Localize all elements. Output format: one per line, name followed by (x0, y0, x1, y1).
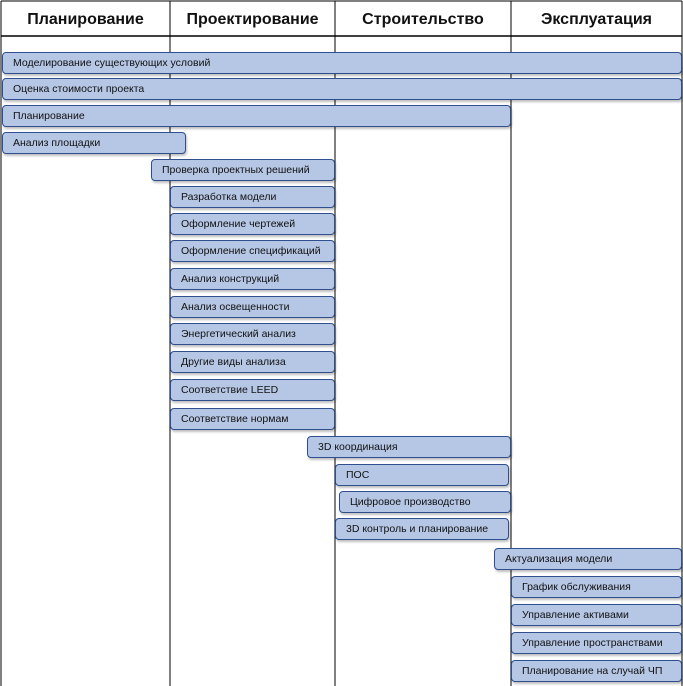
bar-leed-compliance: Соответствие LEED (170, 379, 335, 401)
phase-header-design: Проектирование (186, 11, 319, 28)
bar-cost-estimation: Оценка стоимости проекта (2, 78, 682, 100)
bar-drawings: Оформление чертежей (170, 213, 335, 235)
phase-header-planning: Планирование (27, 11, 144, 28)
phase-header-operation: Эксплуатация (540, 11, 653, 28)
bar-other-analysis: Другие виды анализа (170, 351, 335, 373)
bar-energy-analysis: Энергетический анализ (170, 323, 335, 345)
bar-emergency-planning: Планирование на случай ЧП (511, 660, 682, 682)
bar-planning: Планирование (2, 105, 511, 127)
phase-header-construction: Строительство (362, 11, 484, 28)
bar-lighting-analysis: Анализ освещенности (170, 296, 335, 318)
bar-existing-conditions-modeling: Моделирование существующих условий (2, 52, 682, 74)
bar-3d-coordination: 3D координация (307, 436, 511, 458)
bar-design-review: Проверка проектных решений (151, 159, 335, 181)
bar-structural-analysis: Анализ конструкций (170, 268, 335, 290)
bar-digital-fabrication: Цифровое производство (339, 491, 511, 513)
bar-model-update: Актуализация модели (494, 548, 682, 570)
bar-maintenance-schedule: График обслуживания (511, 576, 682, 598)
bar-code-compliance: Соответствие нормам (170, 408, 335, 430)
bar-model-development: Разработка модели (170, 186, 335, 208)
bar-site-analysis: Анализ площадки (2, 132, 186, 154)
bar-asset-management: Управление активами (511, 604, 682, 626)
bar-3d-control: 3D контроль и планирование (335, 518, 509, 540)
bar-space-management: Управление пространствами (511, 632, 682, 654)
bar-specifications: Оформление спецификаций (170, 240, 335, 262)
bar-pos: ПОС (335, 464, 509, 486)
